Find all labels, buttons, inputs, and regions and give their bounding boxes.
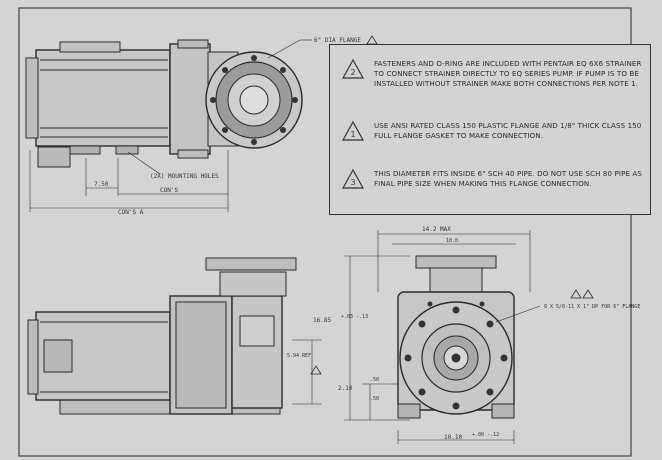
height-main: 16.85 xyxy=(313,317,331,324)
base-tol: .50 xyxy=(370,377,379,383)
flange-callout: 6" DIA FLANGE xyxy=(314,37,361,44)
svg-text:1: 1 xyxy=(350,130,355,139)
svg-text:3: 3 xyxy=(350,178,355,187)
width-max: 14.2 MAX xyxy=(422,226,451,233)
mounting-holes-label: (2X) MOUNTING HOLES xyxy=(150,173,219,180)
svg-text:2: 2 xyxy=(350,68,355,77)
base-sub: .50 xyxy=(370,396,379,402)
note-triangle-icon: 1 xyxy=(342,121,364,141)
side-height: 5.94 REF xyxy=(287,353,311,359)
base-height: 2.10 xyxy=(338,385,353,392)
overall-length: CON'S A xyxy=(118,209,144,216)
note-triangle-icon: 3 xyxy=(342,169,364,189)
note-text: USE ANSI RATED CLASS 150 PLASTIC FLANGE … xyxy=(374,121,642,140)
flange-callout-triangle xyxy=(366,35,378,45)
note-text: FASTENERS AND O-RING ARE INCLUDED WITH P… xyxy=(374,59,642,88)
side-view xyxy=(27,257,322,415)
height-tol: +.03 -.13 xyxy=(341,314,368,320)
sheet-border xyxy=(18,7,632,457)
top-view xyxy=(25,39,312,212)
bolt-spec: 8 X 5/8-11 X 1" DP FOR 6" FLANGE xyxy=(544,304,640,310)
front-view xyxy=(344,230,541,444)
dim-7-50: 7.50 xyxy=(94,181,109,188)
note-text: THIS DIAMETER FITS INSIDE 6" SCH 40 PIPE… xyxy=(374,169,642,188)
note-triangle-icon: 2 xyxy=(342,59,364,79)
bottom-width: 10.10 xyxy=(444,434,462,441)
bolt-spec-triangles xyxy=(570,289,594,299)
width-sub: 10.0 xyxy=(446,238,458,244)
bottom-tol: +.00 -.12 xyxy=(472,432,499,438)
notes-panel: 2 FASTENERS AND O-RING ARE INCLUDED WITH… xyxy=(329,44,651,215)
side-note-triangle xyxy=(310,365,322,375)
dim-bolt-span: CON'S xyxy=(160,187,178,194)
